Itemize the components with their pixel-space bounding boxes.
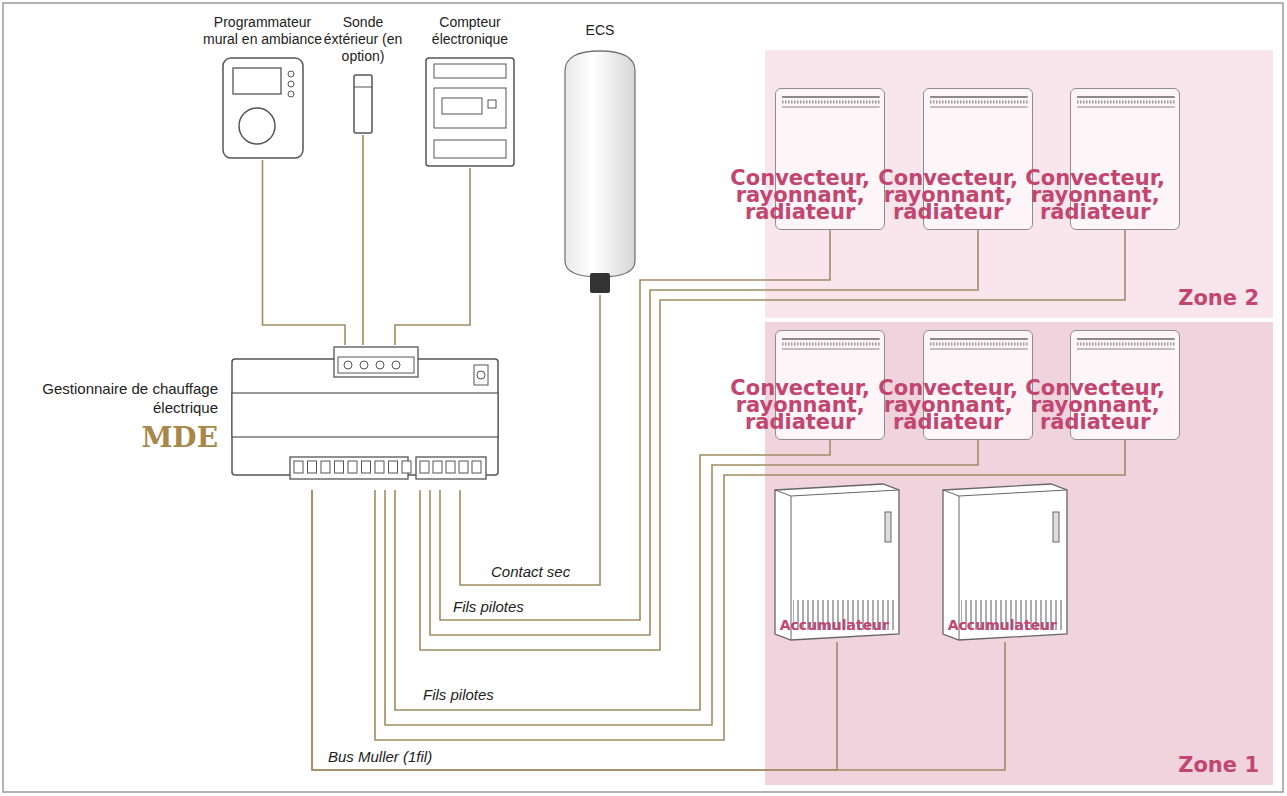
heater-grille	[1071, 335, 1179, 355]
heater-box: Convecteur, rayonnant, radiateur	[923, 330, 1033, 440]
node-label: Accumulateur	[780, 617, 889, 634]
meter-device: Compteur électronique	[420, 14, 520, 168]
programmer-icon	[221, 56, 305, 160]
wire	[375, 440, 1125, 740]
water-heater-icon	[561, 47, 639, 295]
programmer-device: Programmateur mural en ambiance	[195, 14, 330, 160]
node-label: Compteur électronique	[420, 14, 520, 48]
wire-label: Fils pilotes	[450, 598, 527, 616]
heater-box: Convecteur, rayonnant, radiateur	[775, 330, 885, 440]
frame	[3, 3, 1283, 792]
meter-icon	[424, 56, 516, 168]
wire-label: Fils pilotes	[420, 686, 497, 704]
wire	[312, 490, 1005, 770]
sensor-device: Sonde éxtérieur (en option)	[318, 14, 408, 135]
heater-grille	[1071, 93, 1179, 113]
heater-grille	[924, 335, 1032, 355]
node-label: Convecteur, rayonnant, radiateur	[1025, 380, 1165, 431]
wire	[362, 135, 364, 345]
wire	[395, 440, 830, 710]
node-label: Convecteur, rayonnant, radiateur	[878, 380, 1018, 431]
zone-title: Zone 2	[1178, 286, 1259, 310]
wire	[263, 160, 346, 345]
storage-heater: Accumulateur	[771, 482, 903, 642]
node-label: Convecteur, rayonnant, radiateur	[878, 170, 1018, 221]
node-label: Convecteur, rayonnant, radiateur	[730, 380, 870, 431]
zone-band: Zone 2Convecteur, rayonnant, radiateurCo…	[765, 50, 1273, 318]
heater-grille	[776, 335, 884, 355]
node-label: Sonde éxtérieur (en option)	[318, 14, 408, 65]
controller-body	[230, 345, 500, 490]
wire	[312, 490, 837, 770]
sensor-icon	[352, 73, 374, 135]
heater-grille	[776, 93, 884, 113]
node-label: ECS	[586, 22, 615, 39]
wire-label: Contact sec	[488, 563, 573, 581]
heater-box: Convecteur, rayonnant, radiateur	[775, 88, 885, 230]
node-label: Programmateur mural en ambiance	[195, 14, 330, 48]
node-label: Convecteur, rayonnant, radiateur	[1025, 170, 1165, 221]
controller-box: Gestionnaire de chauffage électriqueMDE	[230, 345, 500, 490]
heater-grille	[924, 93, 1032, 113]
wire	[420, 230, 1125, 650]
heater-box: Convecteur, rayonnant, radiateur	[923, 88, 1033, 230]
node-label: Gestionnaire de chauffage électrique	[18, 379, 218, 417]
water-heater: ECS	[560, 22, 640, 295]
storage-heater: Accumulateur	[939, 482, 1071, 642]
brand-name: MDE	[141, 421, 218, 454]
heater-box: Convecteur, rayonnant, radiateur	[1070, 330, 1180, 440]
heater-box: Convecteur, rayonnant, radiateur	[1070, 88, 1180, 230]
wire	[385, 440, 978, 725]
zone-title: Zone 1	[1178, 753, 1259, 777]
zone-band: Zone 1Convecteur, rayonnant, radiateurCo…	[765, 322, 1273, 785]
node-label: Accumulateur	[948, 617, 1057, 634]
wire-label: Bus Muller (1fil)	[325, 748, 435, 766]
node-label: Convecteur, rayonnant, radiateur	[730, 170, 870, 221]
wire	[395, 168, 470, 345]
